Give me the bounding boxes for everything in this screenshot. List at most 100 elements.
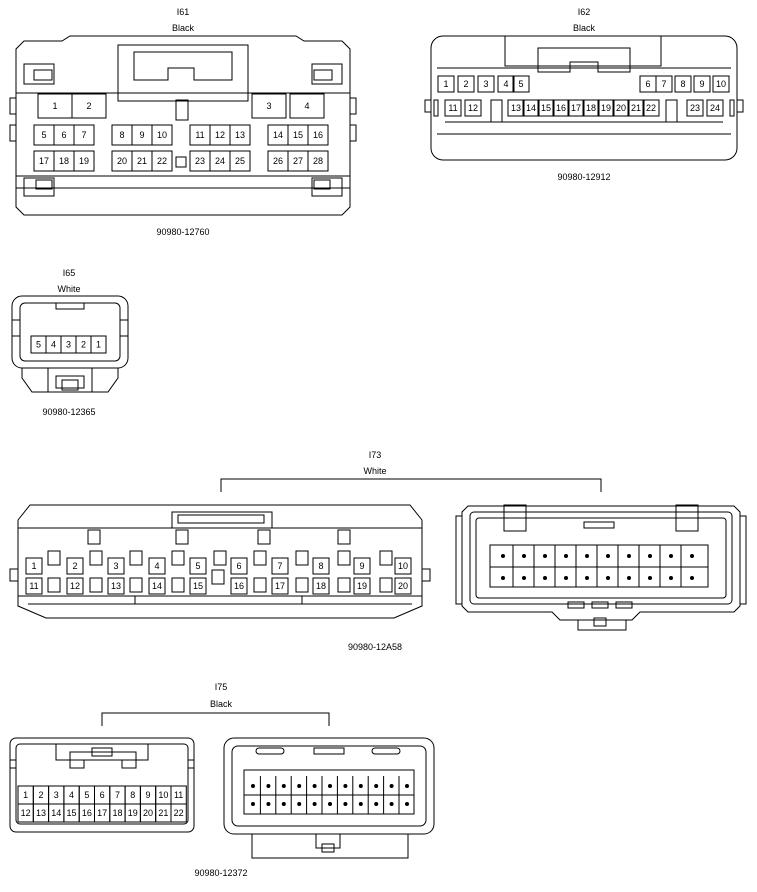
i73-blank-cavity xyxy=(171,577,185,593)
i62-pin-label: 2 xyxy=(463,79,468,89)
i75-pin-label: 1 xyxy=(23,790,28,800)
i73-pin-label: 3 xyxy=(113,561,118,571)
i73-female-cavity-dot xyxy=(522,576,526,580)
i61-pin-label: 21 xyxy=(137,156,147,166)
i75-pin-label: 15 xyxy=(67,808,77,818)
i62-pin-label: 10 xyxy=(716,79,726,89)
i65-part: 90980-12365 xyxy=(42,407,95,417)
i62-pin-cell xyxy=(597,99,615,117)
i75-female-cavity-dot xyxy=(389,784,394,788)
i62-color: Black xyxy=(573,23,596,33)
i73-pin-cell xyxy=(189,577,207,595)
i73-female-cavity-dot xyxy=(648,576,652,580)
i73-pin-label: 13 xyxy=(111,581,121,591)
i62-pin-cell xyxy=(567,99,585,117)
i73-pin-cell xyxy=(271,577,289,595)
i73-pin-label: 18 xyxy=(316,581,326,591)
i61-pin-label: 23 xyxy=(195,156,205,166)
i61-pin-label: 6 xyxy=(61,130,66,140)
i73-pin-cell xyxy=(148,557,166,575)
i73-blank-cavity xyxy=(379,550,393,566)
i73-pin-cell xyxy=(353,557,371,575)
i75-id: I75 xyxy=(215,682,228,692)
i62-pin-label: 12 xyxy=(468,103,478,113)
i73-lock xyxy=(171,511,273,529)
i73-pin-cell xyxy=(66,577,84,595)
i61-pin-label: 10 xyxy=(157,130,167,140)
i73-blank-cavity xyxy=(379,577,393,593)
i75-pin-cell xyxy=(170,803,187,823)
i73-pin-cell xyxy=(25,557,43,575)
i65-pin-label: 5 xyxy=(36,340,41,350)
i61-pin-cell xyxy=(151,150,173,172)
i73-pin-label: 19 xyxy=(357,581,367,591)
i61-pin-label: 19 xyxy=(79,156,89,166)
i61-id: I61 xyxy=(177,7,190,17)
i61-color: Black xyxy=(172,23,195,33)
i62-pin-label: 6 xyxy=(645,79,650,89)
i75-housing-male xyxy=(9,737,195,833)
i73-blank-cavity xyxy=(253,577,267,593)
i75-pin-label: 7 xyxy=(115,790,120,800)
i73-female-cavity-dot xyxy=(564,576,568,580)
i75-female-cavities xyxy=(244,776,414,814)
i62-pin-label: 9 xyxy=(699,79,704,89)
i65-pin-label: 4 xyxy=(51,340,56,350)
i73-female-cavity-dot xyxy=(690,576,694,580)
i73-female-cavity-dot xyxy=(543,576,547,580)
i75-pin-label: 12 xyxy=(21,808,31,818)
i62-pin-label: 21 xyxy=(631,103,641,113)
i75-female-cavity-dot xyxy=(389,802,394,806)
i61-pin-label: 13 xyxy=(235,130,245,140)
i73-female-cavities xyxy=(490,545,708,587)
i61-lock xyxy=(117,44,249,102)
i62-pin-label: 22 xyxy=(646,103,656,113)
i75-pin-label: 13 xyxy=(36,808,46,818)
i73-blank-cavity xyxy=(337,550,351,566)
i61-pin-label: 24 xyxy=(215,156,225,166)
i73-pin-label: 15 xyxy=(193,581,203,591)
i75-pin-label: 9 xyxy=(146,790,151,800)
i75-female-cavity-dot xyxy=(328,802,332,806)
i73-pin-label: 16 xyxy=(234,581,244,591)
i75-female-cavity-dot xyxy=(281,784,286,788)
i65-lock xyxy=(21,367,119,393)
i62-pin-label: 1 xyxy=(443,79,448,89)
i75-female-cavity-dot xyxy=(328,784,332,788)
i62-pin-cell xyxy=(612,99,630,117)
i73-blank-cavity xyxy=(89,577,103,593)
i61-pin-label: 15 xyxy=(293,130,303,140)
i75-female-cavity-dot xyxy=(251,784,255,788)
i73-pin-label: 20 xyxy=(398,581,408,591)
i75-female-cavity-dot xyxy=(266,784,271,788)
i73-pin-cell xyxy=(107,577,125,595)
i73-blank-cavity xyxy=(129,550,143,566)
i75-pin-label: 14 xyxy=(51,808,61,818)
i61-pin-cell xyxy=(289,93,325,119)
i75-pin-label: 11 xyxy=(174,790,183,800)
i61-pin-label: 7 xyxy=(81,130,86,140)
i62-pin-label: 24 xyxy=(710,103,720,113)
i62-pin-label: 4 xyxy=(503,79,508,89)
i73-female-cavity-dot xyxy=(585,576,589,580)
i62-pin-cell xyxy=(457,75,475,93)
i75-female-cavity-dot xyxy=(405,802,409,806)
i61-pin-label: 28 xyxy=(313,156,323,166)
i73-pin-cell xyxy=(353,577,371,595)
i73-female-cavity-dot xyxy=(606,576,610,580)
i73-blank-cavity xyxy=(129,577,143,593)
i62-pin-label: 16 xyxy=(556,103,566,113)
i62-pin-cell xyxy=(537,99,555,117)
i73-pin-label: 7 xyxy=(277,561,282,571)
i65-pin-label: 1 xyxy=(96,340,101,350)
i73-female-cavity-dot xyxy=(669,554,673,558)
i73-female-cavity-dot xyxy=(501,576,505,580)
i75-pin-label: 6 xyxy=(100,790,105,800)
i62-pin-label: 20 xyxy=(616,103,626,113)
